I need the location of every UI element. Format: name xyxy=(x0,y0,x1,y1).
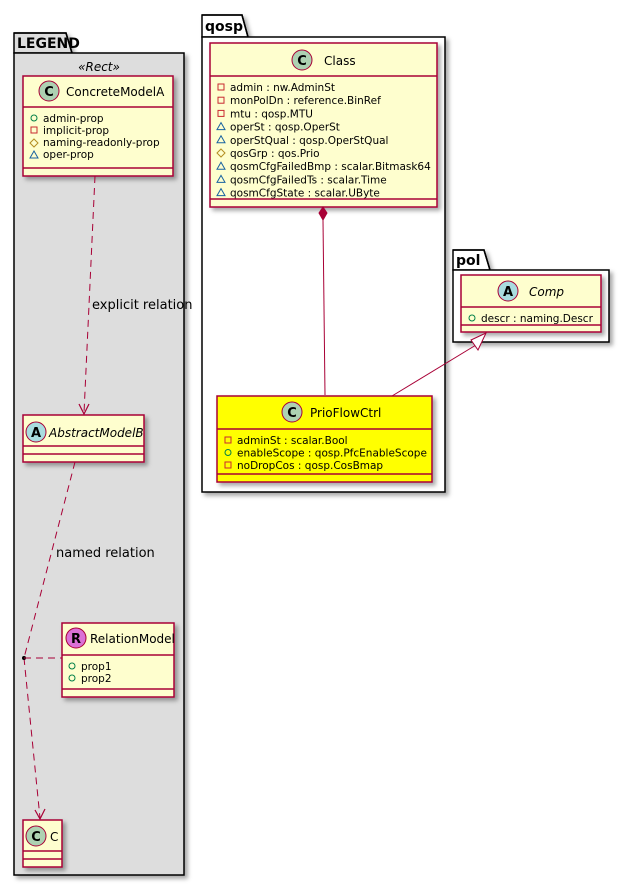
class-name: Comp xyxy=(529,285,564,299)
class-name: ConcreteModelA xyxy=(66,85,165,99)
composition-diamond-icon xyxy=(318,206,328,222)
relation-label-named: named relation xyxy=(56,546,155,561)
class-c[interactable]: C C xyxy=(22,819,63,868)
class-name: RelationModel xyxy=(90,632,175,646)
class-name: PrioFlowCtrl xyxy=(310,406,381,420)
private-icon xyxy=(30,126,38,134)
class-comp[interactable]: A Comp descr : naming.Descr xyxy=(460,274,602,333)
svg-text:C: C xyxy=(297,54,307,69)
class-relation-model[interactable]: R RelationModel prop1 prop2 xyxy=(61,622,175,698)
public-icon xyxy=(30,114,38,122)
package-title-qosp: qosp xyxy=(205,19,243,35)
oper-icon xyxy=(29,149,39,159)
attribute: qosGrp : qos.Prio xyxy=(230,148,320,160)
private-icon xyxy=(224,461,232,469)
svg-text:C: C xyxy=(44,85,54,100)
relation-named[interactable]: named relation xyxy=(22,461,155,821)
attribute: admin : nw.AdminSt xyxy=(230,82,335,94)
oper-icon xyxy=(216,174,226,183)
abstract-badge-icon xyxy=(497,280,519,302)
readonly-icon xyxy=(29,138,39,148)
relation-composition[interactable] xyxy=(318,206,328,396)
attribute: qosmCfgFailedBmp : scalar.Bitmask64 xyxy=(230,161,431,173)
package-title-pol: pol xyxy=(456,253,480,269)
class-prio-flow-ctrl[interactable]: C PrioFlowCtrl adminSt : scalar.Boolenab… xyxy=(216,395,433,483)
svg-text:descr : naming.Descr: descr : naming.Descr xyxy=(481,313,594,325)
oper-icon xyxy=(216,121,226,131)
arrowhead-icon xyxy=(34,808,46,821)
relation-badge-icon xyxy=(65,627,87,649)
class-abstract-model-b[interactable]: A AbstractModelB xyxy=(22,414,145,463)
public-icon xyxy=(468,314,476,322)
oper-icon xyxy=(216,187,226,197)
class-concrete-model-a[interactable]: C ConcreteModelA admin-prop implicit-pro… xyxy=(22,75,174,177)
stereotype-label: «Rect» xyxy=(78,60,120,74)
attribute: mtu : qosp.MTU xyxy=(230,108,313,120)
attribute: adminSt : scalar.Bool xyxy=(237,435,348,447)
oper-icon xyxy=(216,161,226,170)
public-icon xyxy=(224,449,232,456)
svg-text:prop1: prop1 xyxy=(81,661,112,673)
attribute: enableScope : qosp.PfcEnableScope xyxy=(237,448,427,460)
private-icon xyxy=(217,83,225,91)
attribute: noDropCos : qosp.CosBmap xyxy=(237,460,383,472)
svg-text:A: A xyxy=(31,426,41,441)
package-legend: LEGEND «Rect» C ConcreteModelA admin-pro… xyxy=(13,32,192,876)
public-icon xyxy=(68,674,76,682)
class-badge-icon xyxy=(38,80,60,102)
inheritance-triangle-icon xyxy=(470,331,488,351)
package-qosp: qosp C Class admin : nw.AdminStmonPolDn … xyxy=(201,14,446,493)
private-icon xyxy=(224,436,232,444)
class-badge-icon xyxy=(25,825,47,847)
class-name: Class xyxy=(324,54,356,68)
class-name: C xyxy=(50,830,58,844)
svg-text:prop2: prop2 xyxy=(81,673,112,685)
public-icon xyxy=(68,662,76,670)
relation-generalization[interactable] xyxy=(391,331,488,397)
class-badge-icon xyxy=(281,401,303,423)
attribute: monPolDn : reference.BinRef xyxy=(230,95,381,107)
attribute: operSt : qosp.OperSt xyxy=(230,122,340,134)
relation-label-explicit: explicit relation xyxy=(92,298,192,313)
svg-text:oper-prop: oper-prop xyxy=(43,149,94,161)
package-pol: pol A Comp descr : naming.Descr xyxy=(452,249,610,343)
svg-text:R: R xyxy=(71,632,81,647)
private-icon xyxy=(217,96,225,104)
svg-text:naming-readonly-prop: naming-readonly-prop xyxy=(43,137,160,149)
attr-list: admin-prop implicit-prop naming-readonly… xyxy=(29,113,160,161)
svg-text:implicit-prop: implicit-prop xyxy=(43,125,109,137)
oper-icon xyxy=(216,134,226,144)
arrowhead-icon xyxy=(78,403,90,416)
attribute: qosmCfgState : scalar.UByte xyxy=(230,188,380,200)
abstract-badge-icon xyxy=(25,421,47,443)
svg-text:A: A xyxy=(503,285,513,300)
svg-text:admin-prop: admin-prop xyxy=(43,113,104,125)
relation-explicit[interactable]: explicit relation xyxy=(78,175,192,416)
class-badge-icon xyxy=(291,49,313,71)
readonly-icon xyxy=(216,148,226,158)
svg-text:C: C xyxy=(31,830,41,845)
legend-frame xyxy=(13,52,185,876)
class-name: AbstractModelB xyxy=(48,426,144,440)
private-icon xyxy=(217,109,225,117)
svg-text:C: C xyxy=(287,406,297,421)
package-title-legend: LEGEND xyxy=(17,36,80,52)
attribute: operStQual : qosp.OperStQual xyxy=(230,135,388,147)
attribute: qosmCfgFailedTs : scalar.Time xyxy=(230,174,387,186)
